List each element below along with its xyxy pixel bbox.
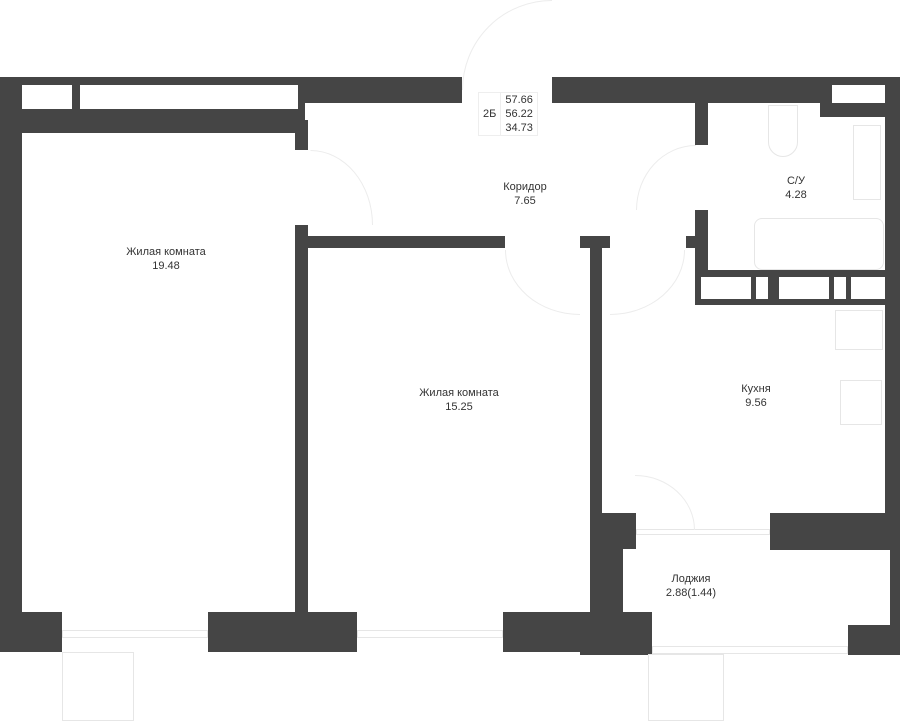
wall — [580, 236, 610, 248]
room-name: Жилая комната — [126, 246, 206, 258]
wall — [890, 550, 900, 655]
room-area: 9.56 — [745, 397, 767, 409]
wall — [0, 77, 22, 652]
room-name: С/У — [786, 175, 805, 187]
wall — [295, 120, 308, 150]
vent — [779, 277, 829, 299]
window-frame — [652, 646, 848, 654]
room-kitchen: Кухня 9.56 — [741, 382, 770, 410]
wall — [590, 248, 602, 618]
window — [20, 85, 72, 109]
wall — [295, 225, 308, 615]
wall — [686, 236, 708, 248]
vent — [834, 277, 846, 299]
room-area: 7.65 — [514, 195, 536, 207]
room-area: 19.48 — [152, 260, 180, 272]
balcony-outline — [648, 654, 724, 721]
wall — [503, 612, 590, 652]
wall — [0, 612, 62, 652]
room-living-2: Жилая комната 15.25 — [419, 386, 498, 414]
living-area: 34.73 — [505, 122, 533, 134]
window — [80, 85, 298, 109]
kitchen-sink — [835, 310, 883, 350]
stove — [840, 380, 882, 425]
balcony-outline — [62, 652, 134, 721]
vent — [701, 277, 751, 299]
wall — [308, 236, 505, 248]
window-frame — [62, 630, 208, 638]
room-bathroom: С/У 4.28 — [785, 174, 806, 202]
wall — [695, 103, 708, 145]
window-frame — [636, 529, 770, 535]
room-area: 4.28 — [785, 189, 807, 201]
bathtub — [754, 218, 884, 270]
room-corridor: Коридор 7.65 — [503, 180, 546, 208]
room-name: Лоджия — [671, 573, 711, 585]
wall — [298, 77, 462, 103]
apartment-summary: 2Б 57.66 56.22 34.73 — [478, 92, 538, 136]
room-name: Жилая комната — [419, 387, 499, 399]
vent — [851, 277, 885, 299]
sink — [853, 125, 881, 200]
apartment-type: 2Б — [478, 92, 502, 136]
vent — [756, 277, 768, 299]
door-swing — [310, 150, 373, 225]
room-name: Кухня — [741, 383, 771, 395]
wall — [848, 625, 900, 655]
wall — [885, 77, 900, 547]
room-loggia: Лоджия 2.88(1.44) — [666, 572, 716, 600]
wall — [590, 548, 623, 618]
window-frame — [357, 630, 503, 638]
living-total: 56.22 — [505, 108, 533, 120]
wall — [602, 513, 636, 549]
wall — [580, 612, 652, 655]
toilet — [768, 105, 798, 157]
wall — [820, 103, 900, 117]
wall — [770, 513, 900, 550]
wall — [208, 612, 357, 652]
window — [832, 85, 885, 105]
total-area: 57.66 — [505, 94, 533, 106]
room-area: 2.88(1.44) — [665, 587, 717, 599]
room-name: Коридор — [503, 181, 547, 193]
room-living-1: Жилая комната 19.48 — [126, 245, 205, 273]
room-area: 15.25 — [445, 401, 473, 413]
